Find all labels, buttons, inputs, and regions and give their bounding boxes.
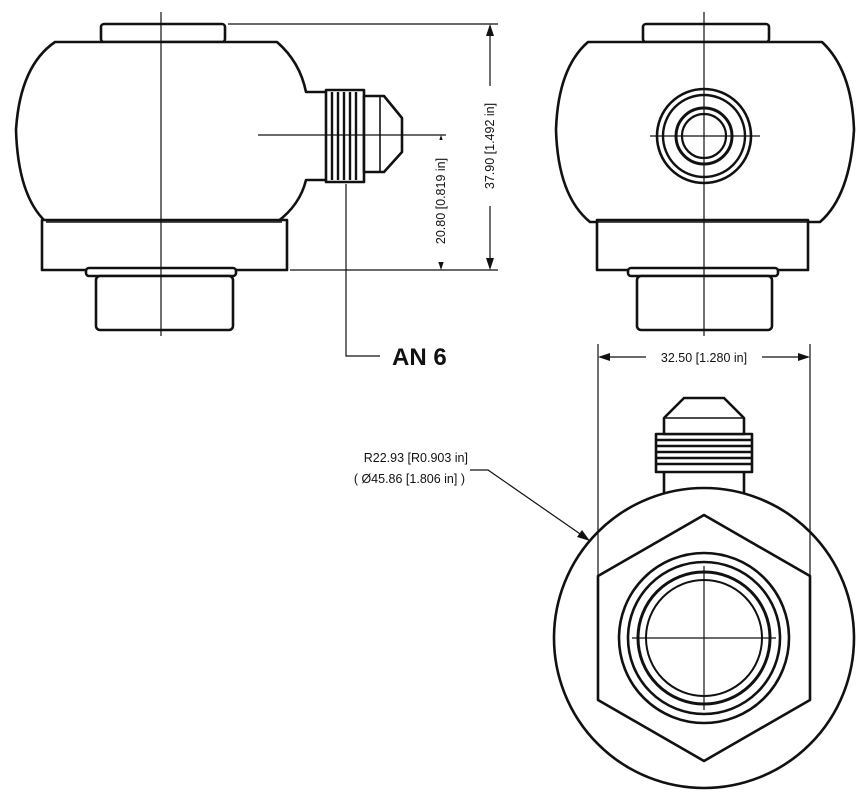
front-view [14,12,446,336]
overall-height-label: 37.90 [1.492 in] [483,103,497,189]
an-size-label: AN 6 [392,344,447,371]
side-view [554,12,856,336]
radius-label: R22.93 [R0.903 in] [364,451,468,465]
top-view [552,396,856,790]
fitting-callout: AN 6 [345,184,447,371]
height-dimensions: 37.90 [1.492 in] 20.80 [0.819 in] [228,23,500,271]
front-body [14,40,330,224]
top-thread-lines [656,438,752,466]
front-flare-nose [362,94,404,174]
width-label: 32.50 [1.280 in] [661,351,747,365]
diameter-label: ( Ø45.86 [1.806 in] ) [354,472,465,486]
top-flare-nose [662,396,746,436]
front-thread-lines [330,92,358,180]
radius-leader: R22.93 [R0.903 in] ( Ø45.86 [1.806 in] ) [354,451,590,541]
front-top-cap [99,22,227,44]
width-dimension: 32.50 [1.280 in] [597,344,811,600]
side-top-cap [641,22,771,44]
port-height-label: 20.80 [0.819 in] [434,158,448,244]
front-hex-nut [40,218,289,272]
front-stem [94,274,235,332]
side-hex-nut [595,218,810,272]
